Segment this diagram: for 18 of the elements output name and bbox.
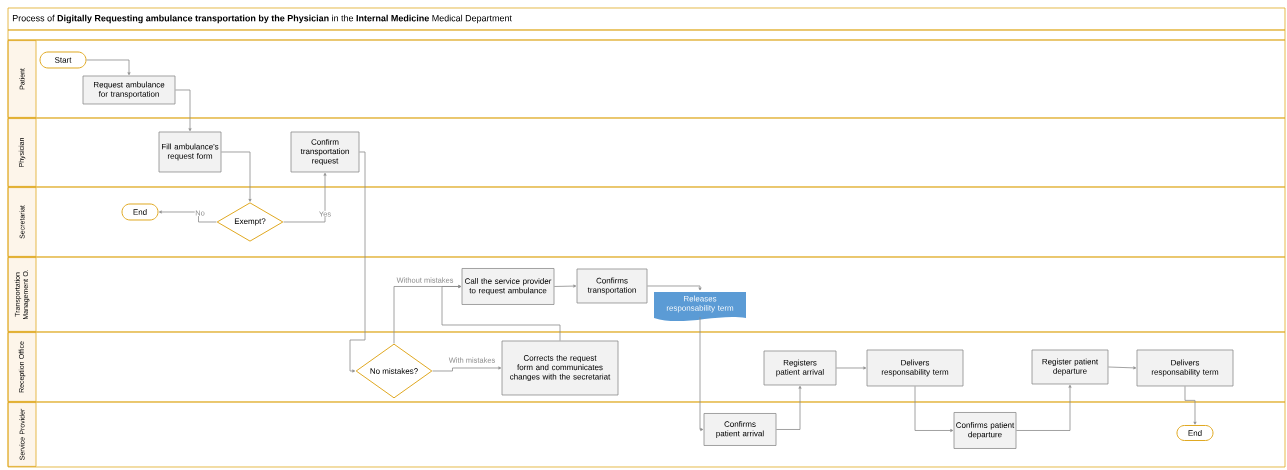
arrow — [776, 385, 802, 430]
arrow — [221, 151, 252, 202]
arrow — [175, 89, 192, 132]
arrow — [914, 386, 954, 432]
arrow — [1184, 386, 1197, 425]
arrow — [647, 285, 702, 291]
arrow — [349, 151, 366, 373]
arrow — [432, 366, 502, 372]
arrow — [554, 284, 577, 288]
arrow — [283, 172, 327, 223]
arrow — [836, 366, 867, 370]
arrow — [1016, 384, 1072, 431]
arrow — [441, 285, 561, 341]
arrow — [699, 316, 704, 431]
title: Process of Digitally Requesting ambulance transportation by the Physician in the Internal Medicine Medical Department — [12, 14, 512, 24]
arrow — [1108, 366, 1137, 370]
arrow — [86, 59, 131, 76]
arrow — [158, 210, 217, 223]
